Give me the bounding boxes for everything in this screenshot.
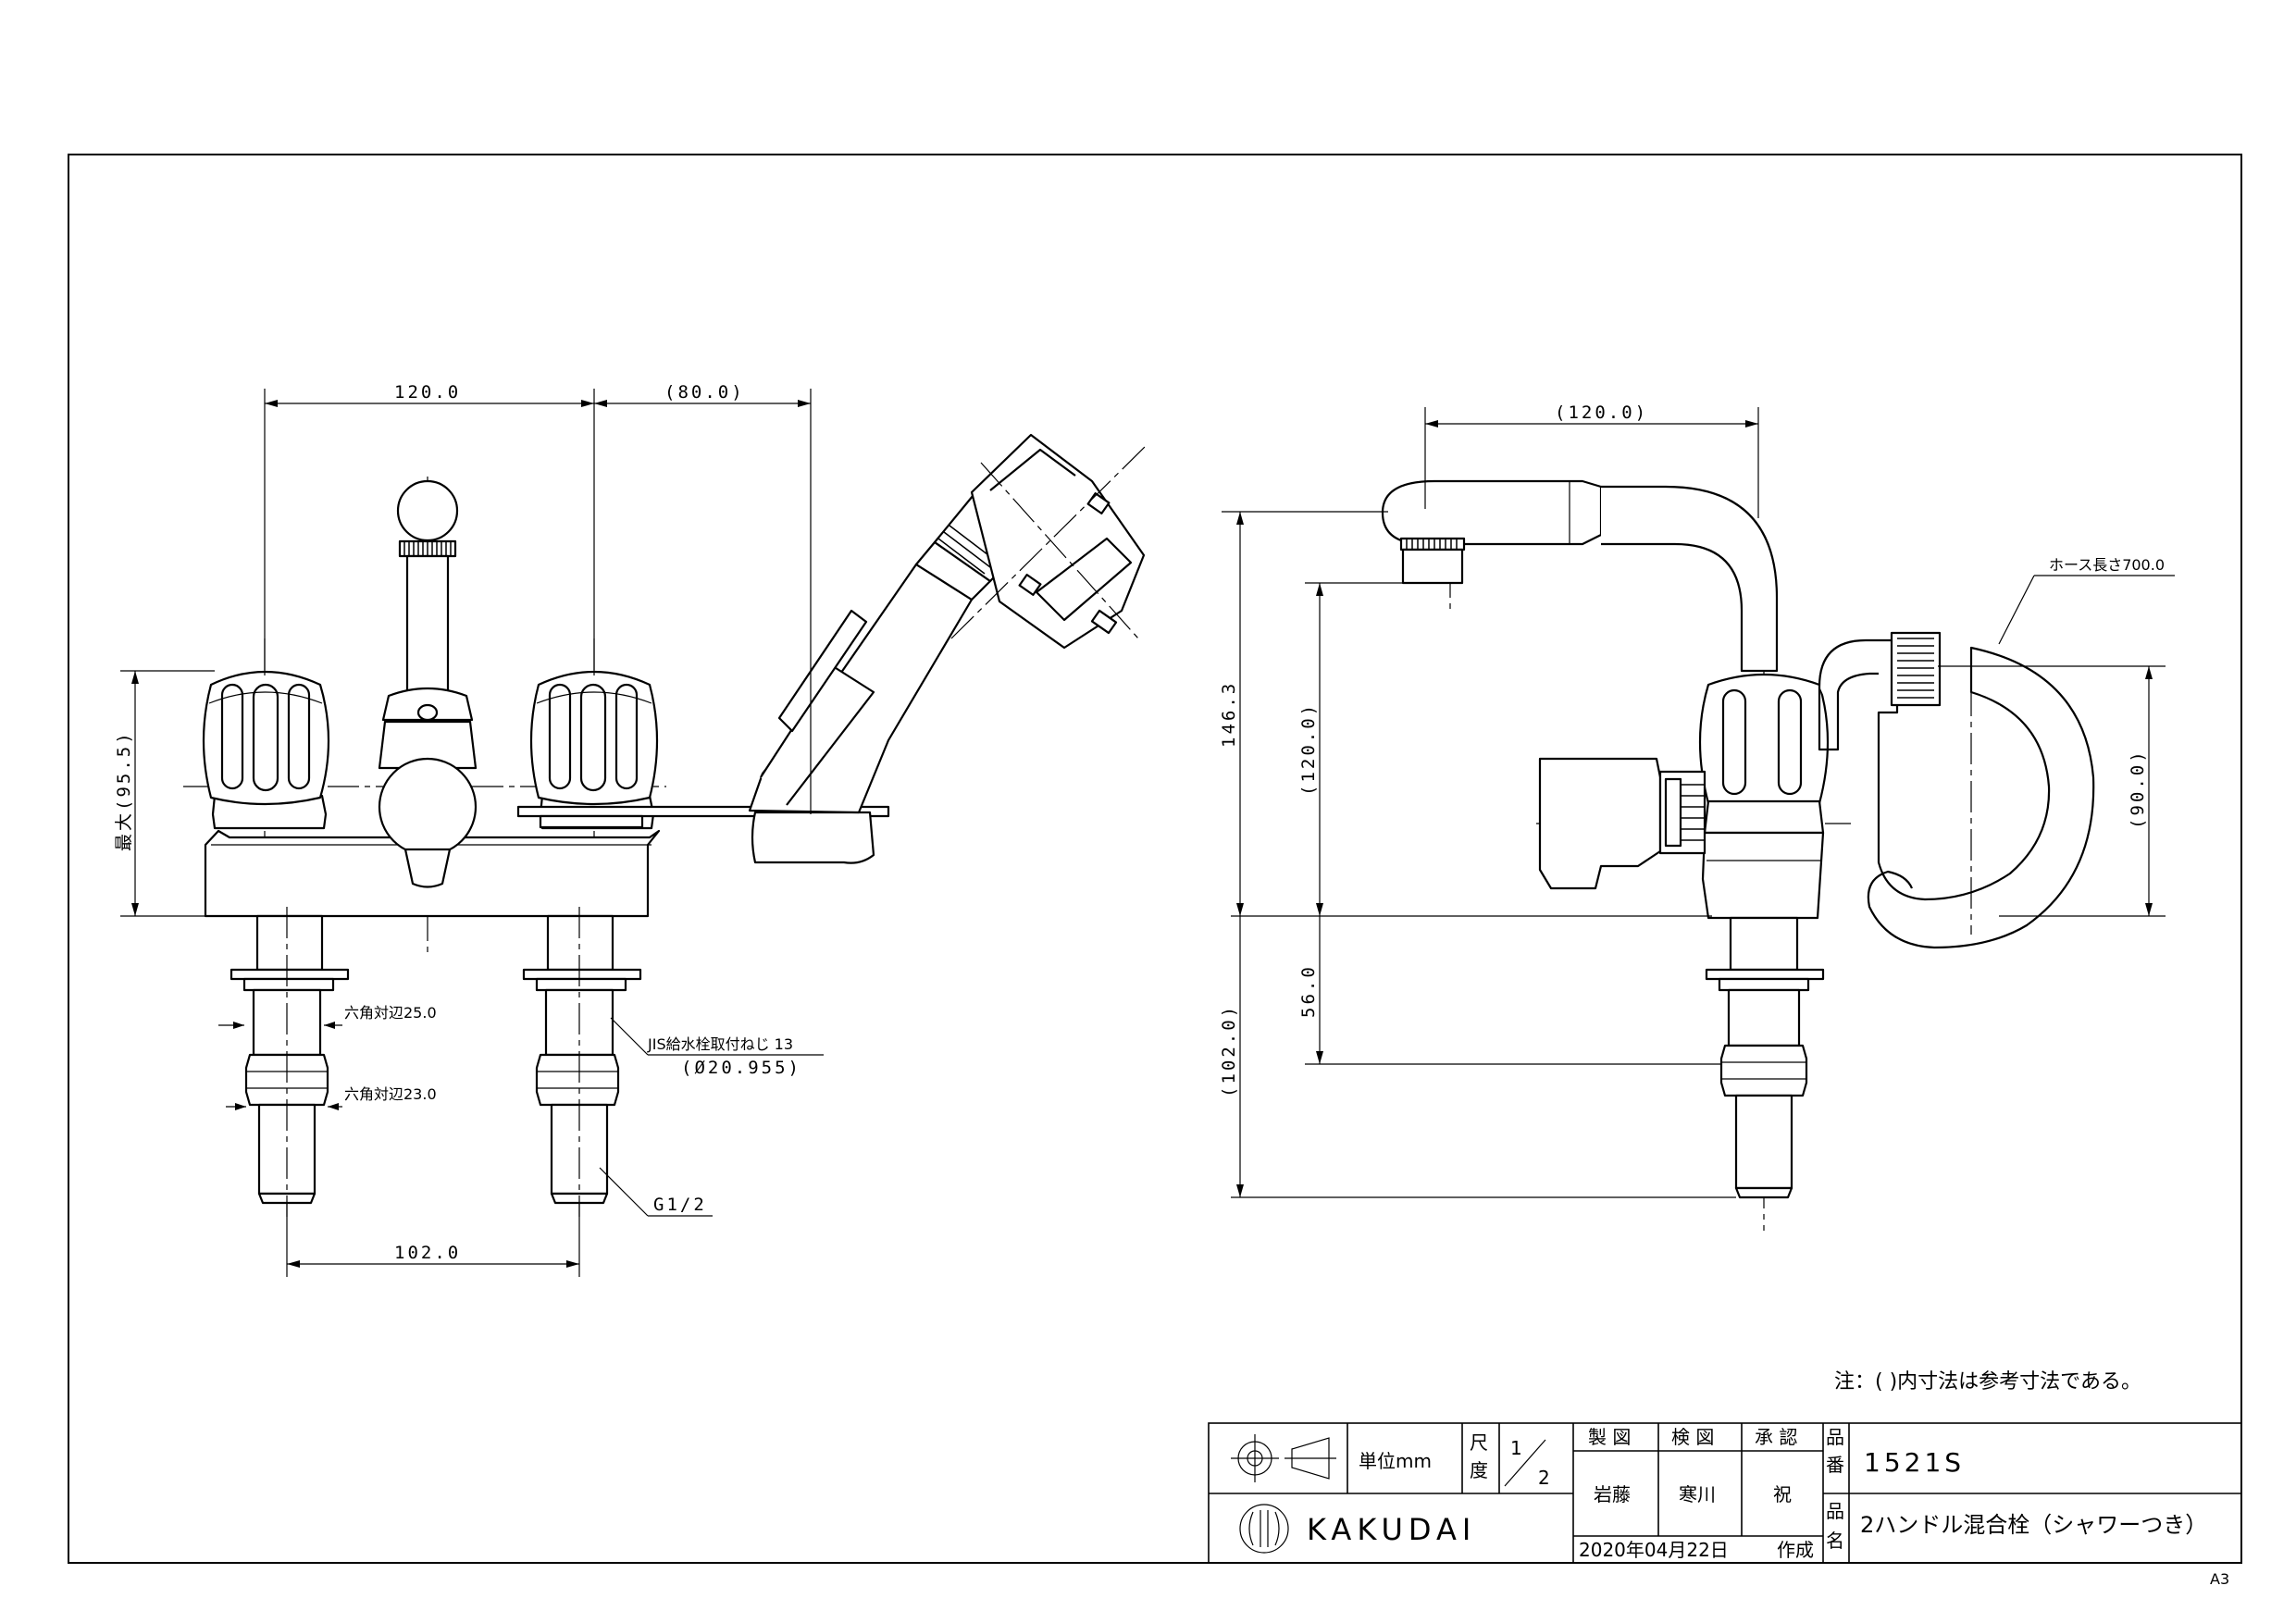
left-handle	[202, 670, 330, 830]
diverter-knob	[378, 479, 478, 888]
dim-hose-length: ホース長さ700.0	[2049, 556, 2165, 574]
dim-hex-upper: 六角対辺25.0	[344, 1004, 437, 1022]
dim-side-total-height: 146.3	[1219, 681, 1239, 748]
approved-by: 祝	[1773, 1483, 1792, 1505]
sheet-border	[68, 154, 2242, 1564]
header-checked: 検 図	[1671, 1426, 1714, 1448]
date: 2020年04月22日	[1579, 1539, 1729, 1561]
part-name-label-2: 名	[1826, 1530, 1844, 1552]
dim-front-bottom-spacing: 102.0	[394, 1243, 461, 1263]
right-shank	[522, 907, 642, 1217]
part-name-label-1: 品	[1826, 1500, 1844, 1522]
part-number: 1521S	[1864, 1447, 1965, 1478]
side-shank	[1705, 916, 1825, 1199]
scale-label-2: 度	[1470, 1459, 1488, 1481]
front-view: 120.0 (80.0) 最大(95.5) 102.0 六角対辺25.0 六角対…	[114, 382, 1148, 1277]
scale-label-1: 尺	[1470, 1431, 1488, 1454]
part-no-label-2: 番	[1826, 1454, 1844, 1476]
sheet-size: A3	[2210, 1570, 2229, 1588]
dim-side-hose-holder: (90.0)	[2128, 749, 2148, 829]
dim-jis-diameter: (Ø20.955)	[681, 1058, 801, 1078]
date-suffix: 作成	[1777, 1539, 1814, 1561]
scale-denominator: 2	[1538, 1467, 1550, 1489]
hose-holder	[1818, 631, 2095, 949]
scale-numerator: 1	[1510, 1437, 1522, 1459]
side-lever	[1538, 757, 1706, 890]
header-approved: 承 認	[1755, 1426, 1797, 1448]
dim-pipe-thread: G1/2	[653, 1195, 707, 1215]
dim-side-spout-height: (120.0)	[1298, 702, 1319, 796]
front-dimensions	[120, 389, 824, 1277]
dim-jis-thread: JIS給水栓取付ねじ 13	[647, 1035, 793, 1053]
projection-symbol	[1231, 1434, 1336, 1482]
shower-head-front	[748, 433, 1148, 864]
dim-side-shank-length: (102.0)	[1219, 1004, 1239, 1097]
side-handle	[1698, 673, 1830, 920]
side-dimensions	[1222, 407, 2175, 1198]
left-shank	[230, 907, 350, 1217]
company-name: KAKUDAI	[1307, 1512, 1476, 1547]
right-handle	[529, 670, 659, 830]
dim-hex-lower: 六角対辺23.0	[344, 1085, 437, 1103]
dim-front-center: 120.0	[394, 382, 461, 403]
shower-spout-bar	[516, 805, 890, 829]
checked-by: 寒川	[1679, 1483, 1716, 1505]
kakudai-logo	[1239, 1504, 1289, 1554]
reference-note: 注：( )内寸法は参考寸法である。	[1834, 1370, 2141, 1394]
unit-label: 単位mm	[1359, 1450, 1432, 1472]
header-drawn: 製 図	[1588, 1426, 1631, 1448]
dim-side-spout: (120.0)	[1555, 403, 1648, 423]
drawn-by: 岩藤	[1594, 1483, 1631, 1505]
dim-side-below-deck: 56.0	[1298, 964, 1319, 1018]
part-name: 2ハンドル混合栓（シャワーつき）	[1860, 1512, 2207, 1538]
dim-front-shower: (80.0)	[664, 382, 745, 403]
side-spout	[1381, 479, 1779, 673]
side-view: (120.0) 146.3 (120.0) 56.0 (102.0) (90.0…	[1219, 403, 2175, 1231]
part-no-label-1: 品	[1826, 1426, 1844, 1448]
dim-front-max-height: 最大(95.5)	[114, 730, 134, 851]
title-block: KAKUDAI 単位mm 尺 度 1 2 製 図 検 図 承 認 岩藤 寒川 祝…	[1208, 1422, 2242, 1564]
